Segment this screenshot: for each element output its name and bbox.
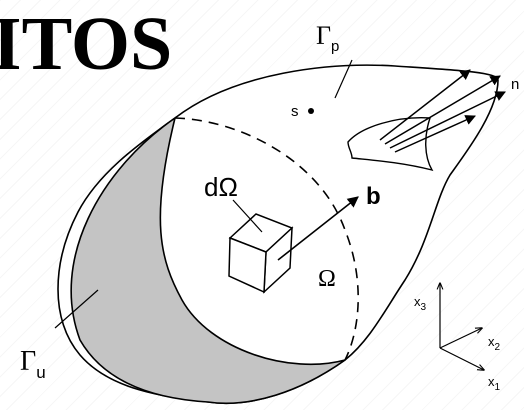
x3-axis-subscript: 3	[421, 302, 427, 313]
gamma-p-subscript: p	[331, 38, 339, 55]
traction-arrow	[384, 75, 501, 145]
traction-n-label: n	[511, 76, 519, 93]
svg-text:x2: x2	[488, 334, 501, 353]
traction-arrow	[394, 115, 476, 153]
x2-axis-subscript: 2	[495, 342, 501, 353]
gamma-p-label: Γ	[316, 21, 331, 50]
x3-axis-label: x	[414, 294, 421, 309]
gamma-u-boundary-shaded	[70, 116, 346, 405]
body-force-label: b	[366, 183, 381, 210]
interior-dashed-boundary	[174, 117, 359, 361]
x1-axis-subscript: 1	[495, 382, 501, 393]
d-omega-leader	[232, 199, 263, 233]
gamma-p-leader	[334, 59, 353, 99]
gamma-u-leader	[54, 289, 99, 329]
point-s-dot	[308, 108, 314, 114]
coordinate-axes	[440, 283, 484, 370]
x2-axis-label: x	[488, 334, 495, 349]
svg-text:Γp: Γp	[316, 21, 339, 55]
traction-arrow	[379, 69, 471, 141]
traction-patch	[347, 117, 434, 172]
x2-axis	[439, 328, 482, 349]
svg-text:x1: x1	[488, 374, 501, 393]
x1-axis-label: x	[488, 374, 495, 389]
gamma-u-label: Γ	[20, 346, 36, 377]
d-omega-label: dΩ	[204, 172, 238, 202]
svg-text:Γu: Γu	[20, 346, 46, 382]
x1-axis	[439, 347, 484, 370]
svg-text:x3: x3	[414, 294, 427, 313]
volume-element-cube	[228, 213, 294, 294]
slide-title-fragment: ITOS	[0, 2, 173, 86]
body-force-arrow	[277, 196, 359, 261]
point-s-label: s	[291, 103, 299, 120]
omega-label: Ω	[318, 266, 336, 292]
gamma-u-subscript: u	[36, 363, 45, 382]
traction-arrow	[389, 91, 506, 149]
